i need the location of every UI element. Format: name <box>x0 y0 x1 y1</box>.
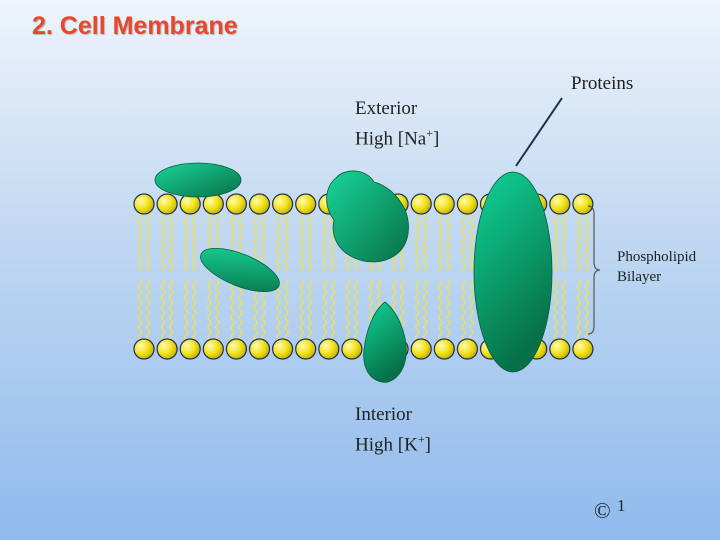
lipid-tail <box>424 214 427 270</box>
lipid-tail <box>470 214 473 270</box>
lipid-tail <box>346 280 349 339</box>
lipid-tail <box>185 214 188 270</box>
lipid-tail <box>354 280 357 339</box>
lipid-tail <box>277 214 280 270</box>
lipid-tail <box>170 280 173 339</box>
interior-label-line2: High [K+] <box>355 427 431 457</box>
lipid-tail <box>439 214 442 270</box>
lipid-head <box>226 339 246 359</box>
exterior-label: Exterior High [Na+] <box>355 97 439 151</box>
lipid-tail <box>170 214 173 270</box>
lipid-tail <box>462 280 465 339</box>
lipid-tail <box>285 214 288 270</box>
lipid-tail <box>577 280 580 339</box>
transmembrane-protein <box>474 172 552 372</box>
half-channel-protein <box>364 302 407 382</box>
lipid-tail <box>193 214 196 270</box>
lipid-head <box>157 339 177 359</box>
lipid-head <box>134 339 154 359</box>
peripheral-protein-top <box>155 163 241 197</box>
lipid-head <box>342 339 362 359</box>
lipid-tail <box>439 280 442 339</box>
lipid-tail <box>162 280 165 339</box>
lipid-head <box>573 339 593 359</box>
bilayer-label: Bilayer <box>617 267 696 287</box>
phospholipid-label: Phospholipid <box>617 247 696 267</box>
lipid-head <box>296 339 316 359</box>
exterior-label-line1: Exterior <box>355 97 439 121</box>
lipid-head <box>203 339 223 359</box>
lipid-head <box>411 339 431 359</box>
lipid-head <box>550 339 570 359</box>
phospholipid-bilayer-label: Phospholipid Bilayer <box>617 247 696 287</box>
lipid-tail <box>447 214 450 270</box>
lipid-head <box>573 194 593 214</box>
lipid-tail <box>139 214 142 270</box>
lipid-head <box>273 339 293 359</box>
lipid-tail <box>331 280 334 339</box>
lipid-head <box>411 194 431 214</box>
lipid-tail <box>470 280 473 339</box>
lipid-tail <box>554 214 557 270</box>
lipid-tail <box>585 214 588 270</box>
lipid-tail <box>185 280 188 339</box>
lipid-tail <box>193 280 196 339</box>
lipid-tail <box>231 280 234 339</box>
lipid-head <box>319 339 339 359</box>
copyright-symbol: © <box>594 498 611 524</box>
lipid-head <box>434 339 454 359</box>
lipid-tail <box>585 280 588 339</box>
lipid-tail <box>262 214 265 270</box>
interior-label-line1: Interior <box>355 403 431 427</box>
proteins-pointer-line <box>516 98 562 166</box>
lipid-head <box>550 194 570 214</box>
lipid-head <box>134 194 154 214</box>
lipid-head <box>457 194 477 214</box>
lipid-tail <box>554 280 557 339</box>
lipid-tail <box>308 214 311 270</box>
lipid-tail <box>416 214 419 270</box>
lipid-tail <box>462 214 465 270</box>
lipid-tail <box>562 280 565 339</box>
lipid-tail <box>285 280 288 339</box>
lipid-tail <box>323 214 326 270</box>
lipid-head <box>250 339 270 359</box>
lipid-tail <box>239 280 242 339</box>
interior-label: Interior High [K+] <box>355 403 431 457</box>
lipid-tail <box>447 280 450 339</box>
lipid-tail <box>323 280 326 339</box>
lipid-head <box>250 194 270 214</box>
lipid-tail <box>300 214 303 270</box>
exterior-label-line2: High [Na+] <box>355 121 439 151</box>
lipid-tail <box>147 214 150 270</box>
lipid-tail <box>162 214 165 270</box>
lipid-tail <box>147 280 150 339</box>
lipid-head <box>273 194 293 214</box>
lipid-tail <box>424 280 427 339</box>
lipid-head <box>434 194 454 214</box>
lipid-tail <box>577 214 580 270</box>
lipid-tail <box>208 280 211 339</box>
lipid-tail <box>216 280 219 339</box>
bilayer-bracket <box>588 206 600 334</box>
lipid-tail <box>416 280 419 339</box>
lipid-head <box>226 194 246 214</box>
proteins-label: Proteins <box>571 72 633 96</box>
lipid-tail <box>139 280 142 339</box>
lipid-tail <box>300 280 303 339</box>
lipid-tail <box>562 214 565 270</box>
lipid-tail <box>308 280 311 339</box>
lipid-head <box>457 339 477 359</box>
copyright-number: 1 <box>617 496 626 516</box>
lipid-tail <box>277 280 280 339</box>
surface-protein-blob <box>327 171 409 262</box>
lipid-head <box>157 194 177 214</box>
lipid-head <box>180 339 200 359</box>
lipid-head <box>296 194 316 214</box>
